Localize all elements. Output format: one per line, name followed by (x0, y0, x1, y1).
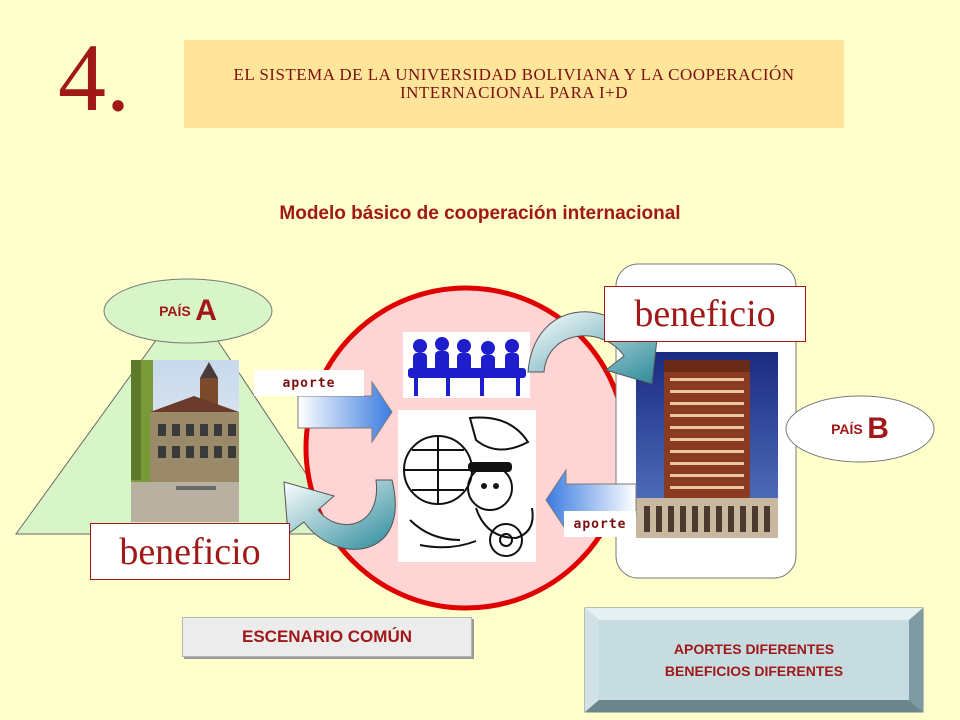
country-b-ellipse (785, 395, 935, 463)
summary-box-inner: APORTES DIFERENTES BENEFICIOS DIFERENTES (599, 620, 909, 700)
country-a-prefix: PAÍS (159, 303, 191, 319)
country-b-university-photo (636, 352, 778, 538)
country-a-label: PAÍS A (104, 279, 272, 343)
aporte-arrow-a (297, 380, 393, 444)
country-a-ellipse (103, 278, 273, 344)
diagram-subtitle: Modelo básico de cooperación internacion… (279, 203, 681, 224)
meeting-clipart (403, 332, 530, 398)
benefit-a-label: beneficio (90, 523, 290, 580)
summary-box: APORTES DIFERENTES BENEFICIOS DIFERENTES (585, 608, 923, 712)
summary-line-contributions: APORTES DIFERENTES (673, 640, 835, 657)
country-b-label: PAÍS B (786, 396, 934, 462)
benefit-b-label: beneficio (604, 286, 806, 342)
title-banner: EL SISTEMA DE LA UNIVERSIDAD BOLIVIANA Y… (184, 40, 844, 128)
contribution-b-label: aporte (564, 511, 636, 537)
slide-title: EL SISTEMA DE LA UNIVERSIDAD BOLIVIANA Y… (233, 65, 795, 102)
common-scenario-label: ESCENARIO COMÚN (182, 617, 472, 657)
country-b-letter: B (867, 412, 889, 445)
country-b-prefix: PAÍS (831, 421, 863, 437)
research-clipart (398, 410, 536, 562)
country-a-university-photo (131, 360, 239, 522)
contribution-a-label: aporte (254, 370, 364, 396)
country-a-letter: A (195, 294, 217, 327)
summary-line-benefits: BENEFICIOS DIFERENTES (664, 663, 844, 679)
slide-number: 4. (58, 24, 130, 131)
